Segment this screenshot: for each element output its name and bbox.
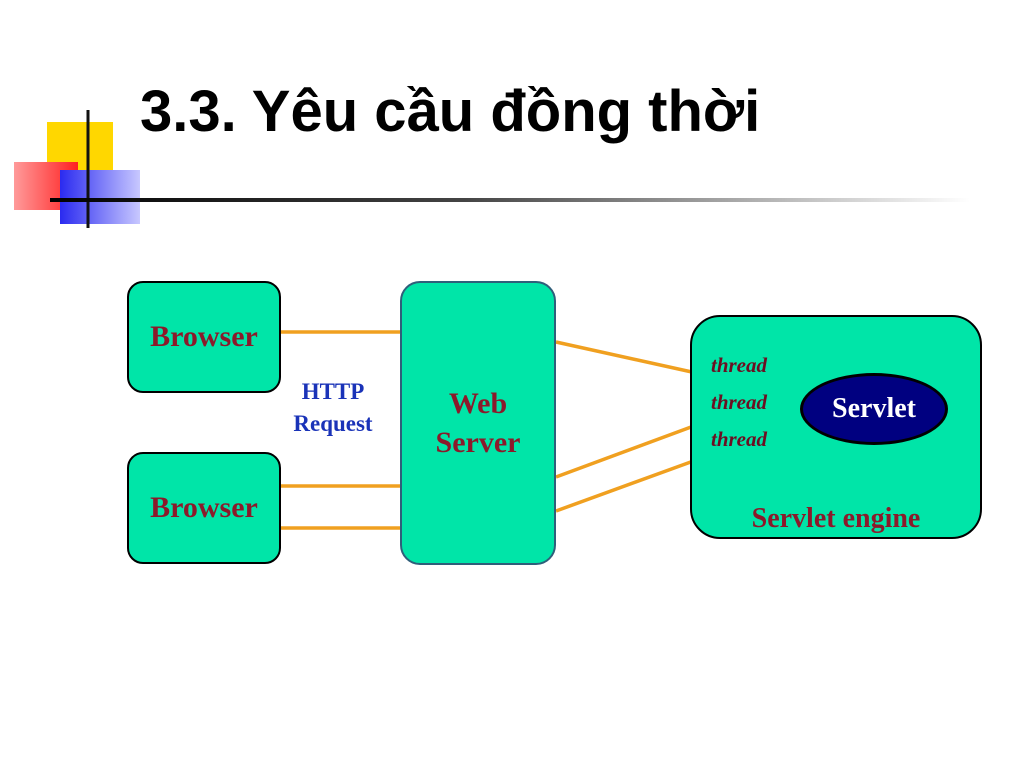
title-underline (50, 198, 970, 202)
servlet-label: Servlet (832, 393, 916, 424)
web-server-box: Web Server (400, 281, 556, 565)
slide-title: 3.3. Yêu cầu đồng thời (140, 79, 761, 144)
browser-box-top: Browser (127, 281, 281, 393)
servlet-engine-label: Servlet engine (751, 503, 921, 534)
browser-label-bottom: Browser (150, 491, 258, 524)
thread-label-2: thread (711, 390, 768, 414)
thread-label-1: thread (711, 353, 768, 377)
http-label-line1: HTTP (301, 379, 365, 404)
connector-webserver-thread3 (555, 453, 711, 513)
blue-square (60, 170, 140, 224)
thread-label-3: thread (711, 427, 768, 451)
browser-box-bottom: Browser (127, 452, 281, 564)
http-request-label: HTTP Request (282, 376, 384, 439)
web-server-label-line1: Web (448, 387, 508, 420)
browser-label-top: Browser (150, 320, 258, 353)
connector-webserver-thread1 (555, 340, 711, 378)
http-label-line2: Request (293, 410, 373, 436)
slide-decoration (14, 110, 970, 228)
connector-webserver-thread2 (555, 418, 711, 479)
servlet-ellipse: Servlet (800, 373, 948, 445)
web-server-label-line2: Server (435, 426, 521, 459)
